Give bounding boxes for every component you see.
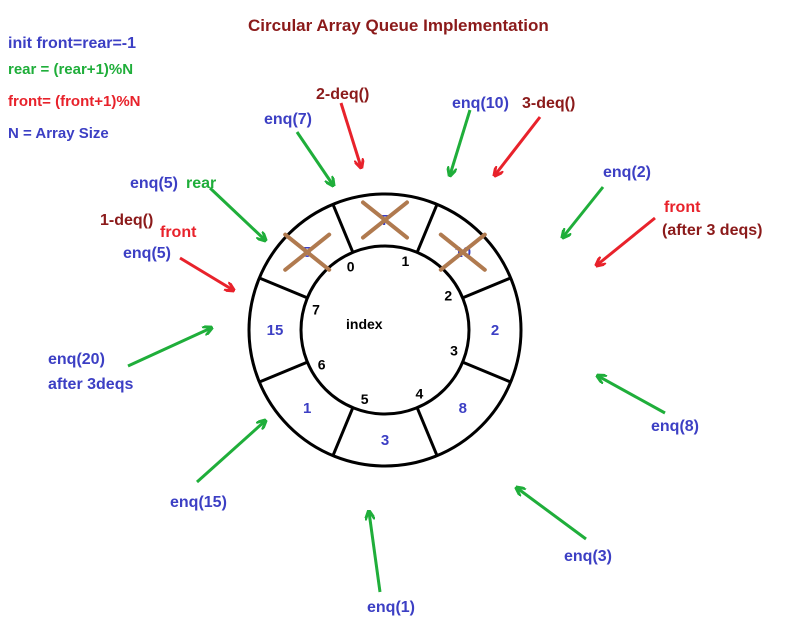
arrow-enq2 — [563, 186, 605, 237]
arrow-enq10 — [450, 109, 472, 175]
center-index-label: index — [346, 316, 383, 332]
index-labels: 0 1 2 3 4 5 6 7 — [312, 253, 458, 407]
cross-stroke-2-1 — [438, 232, 487, 272]
cell-dividers — [258, 203, 512, 457]
label-enq8: enq(8) — [651, 418, 699, 435]
label-enq5-b: enq(5) — [123, 245, 171, 262]
index-label-6: 6 — [318, 356, 326, 372]
index-label-1: 1 — [402, 253, 410, 269]
index-label-4: 4 — [416, 385, 424, 401]
label-enq1: enq(1) — [367, 599, 415, 616]
arrow-enq20 — [127, 328, 211, 368]
arrow-enq7 — [295, 131, 333, 185]
cell-value-6: 1 — [303, 400, 311, 417]
arrow-deq3 — [495, 116, 542, 175]
inner-ring — [299, 244, 471, 416]
arrow-enq1 — [369, 512, 382, 593]
label-deq2: 2-deq() — [316, 86, 369, 103]
cross-stroke-0-1 — [283, 232, 332, 272]
label-front-after-2: (after 3 deqs) — [662, 222, 762, 239]
index-label-7: 7 — [312, 302, 320, 318]
arrow-enq15 — [195, 421, 265, 484]
label-deq1: 1-deq() — [100, 212, 153, 229]
cell-divider — [415, 407, 439, 457]
label-enq3: enq(3) — [564, 548, 612, 565]
arrow-front-after — [597, 216, 656, 265]
arrows — [127, 102, 666, 593]
index-label-0: 0 — [347, 259, 355, 275]
dequeued-crosses — [283, 200, 487, 272]
index-label-2: 2 — [444, 288, 452, 304]
label-enq5: enq(5) — [130, 175, 178, 192]
cell-divider — [462, 276, 512, 300]
label-enq20: enq(20) — [48, 351, 105, 368]
label-enq20-after: after 3deqs — [48, 376, 133, 393]
arrow-enq3 — [517, 488, 587, 541]
note-init: init front=rear=-1 — [8, 35, 136, 52]
note-rear-formula: rear = (rear+1)%N — [8, 61, 133, 78]
arrow-deq1 — [179, 256, 233, 290]
label-front-after: front — [664, 199, 701, 216]
outer-ring — [247, 192, 523, 468]
cell-divider — [331, 407, 355, 457]
cell-divider — [462, 360, 512, 384]
label-deq1-front: front — [160, 224, 197, 241]
label-enq10: enq(10) — [452, 95, 509, 112]
arrow-deq2 — [339, 102, 361, 167]
diagram-title: Circular Array Queue Implementation — [248, 16, 549, 35]
label-enq2: enq(2) — [603, 164, 651, 181]
label-enq7: enq(7) — [264, 111, 312, 128]
cross-stroke-1-1 — [361, 200, 409, 240]
cell-divider — [258, 276, 308, 300]
cell-value-5: 3 — [381, 432, 389, 449]
cell-value-4: 8 — [459, 400, 467, 417]
cell-value-3: 2 — [491, 322, 499, 339]
index-label-3: 3 — [450, 342, 458, 358]
cell-divider — [331, 203, 355, 253]
index-label-5: 5 — [361, 391, 369, 407]
arrow-enq5 — [208, 186, 265, 240]
cell-value-7: 15 — [267, 322, 284, 339]
arrow-enq8 — [598, 376, 666, 415]
cell-divider — [415, 203, 439, 253]
label-enq15: enq(15) — [170, 494, 227, 511]
label-deq3: 3-deq() — [522, 95, 575, 112]
cell-divider — [258, 360, 308, 384]
label-enq5-rear: rear — [186, 175, 216, 192]
note-front-formula: front= (front+1)%N — [8, 93, 141, 110]
note-n-def: N = Array Size — [8, 125, 109, 142]
